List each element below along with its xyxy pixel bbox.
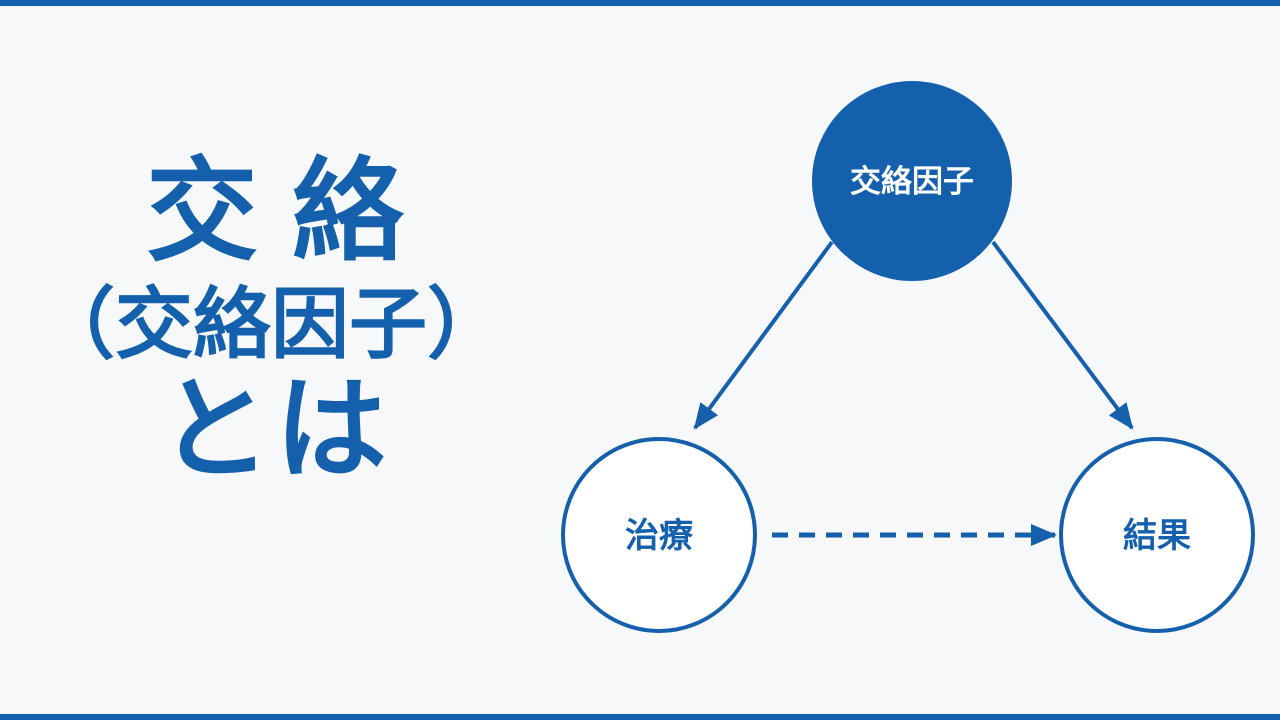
- node-outcome: 結果: [1059, 437, 1255, 633]
- slide-title: 交絡 （交絡因子） とは: [20, 140, 530, 495]
- node-outcome-label: 結果: [1123, 516, 1191, 556]
- node-treatment: 治療: [561, 437, 757, 633]
- node-confounder-label: 交絡因子: [850, 164, 974, 200]
- top-border-bar: [0, 0, 1280, 6]
- bottom-border-bar: [0, 714, 1280, 720]
- arrow-confounder-to-treatment: [693, 240, 834, 430]
- node-outcome-circle: [1059, 437, 1255, 633]
- node-treatment-circle: [561, 437, 757, 633]
- node-confounder: 交絡因子: [812, 81, 1012, 281]
- node-treatment-label: 治療: [625, 516, 694, 556]
- title-line-confounder: （交絡因子）: [36, 280, 505, 370]
- arrow-confounder-to-outcome: [991, 240, 1134, 430]
- title-line-confounding: 交絡: [146, 147, 438, 277]
- node-confounder-circle: [812, 81, 1012, 281]
- title-line-towa: とは: [159, 365, 391, 495]
